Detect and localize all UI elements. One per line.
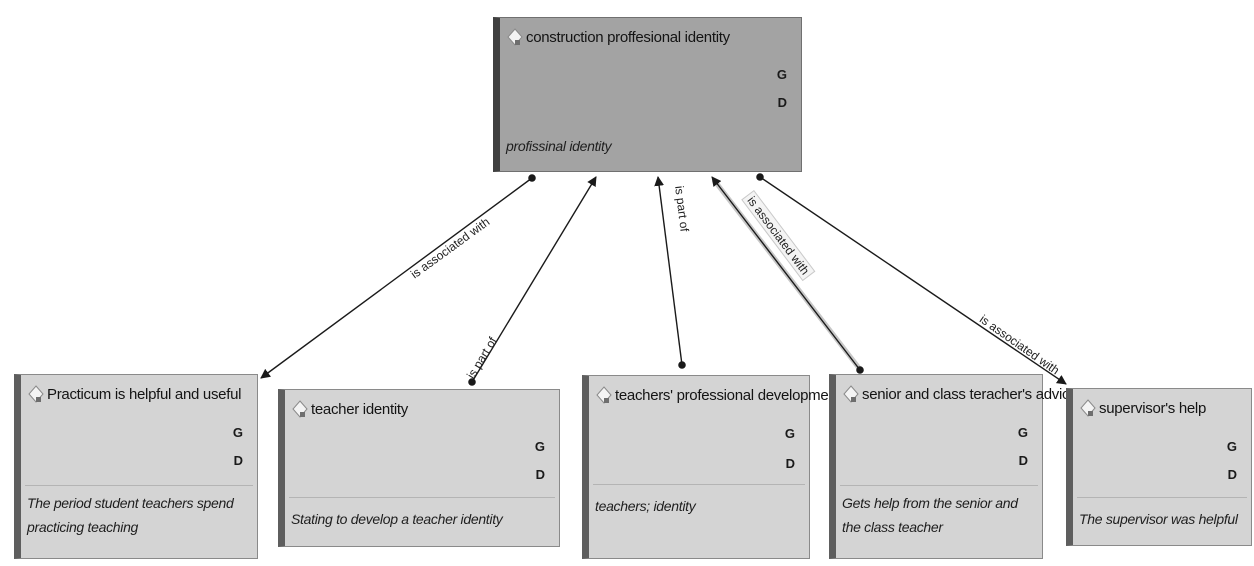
code-icon <box>28 385 44 403</box>
node-comment: The supervisor was helpful <box>1079 511 1238 527</box>
node-title: teacher identity <box>311 400 408 418</box>
node-construction-professional-identity[interactable]: construction proffesional identity G D p… <box>493 17 802 172</box>
edge-teacher-identity[interactable] <box>468 176 597 386</box>
groundedness-flag: G <box>1017 425 1028 440</box>
node-title: Practicum is helpful and useful <box>47 385 242 403</box>
node-comment: Gets help from the senior and the class … <box>842 495 1018 535</box>
code-icon <box>843 385 859 403</box>
node-title: teachers' professional development <box>615 386 841 404</box>
density-flag: D <box>785 456 795 471</box>
code-icon <box>292 400 308 418</box>
code-icon <box>507 28 523 46</box>
edge-supervisor[interactable] <box>756 173 1067 385</box>
code-icon <box>596 386 612 404</box>
node-senior-class-teacher-advice[interactable]: senior and class terachеr's advice G D G… <box>829 374 1078 559</box>
code-icon <box>1080 399 1096 417</box>
node-divider <box>289 497 555 498</box>
node-title: construction proffesional identity <box>526 28 730 46</box>
groundedness-flag: G <box>1226 439 1237 454</box>
density-flag: D <box>777 95 787 110</box>
node-divider <box>593 484 805 485</box>
node-comment: profissinal identity <box>506 138 612 154</box>
density-flag: D <box>1227 467 1237 482</box>
node-teacher-identity[interactable]: teacher identity G D Stating to develop … <box>278 389 560 547</box>
node-divider <box>25 485 253 486</box>
node-divider <box>840 485 1038 486</box>
groundedness-flag: G <box>776 67 787 82</box>
edge-senior-advice[interactable] <box>711 176 864 374</box>
node-title: senior and class terachеr's advice <box>862 385 1078 403</box>
edge-prof-development[interactable] <box>654 176 686 369</box>
node-supervisors-help[interactable]: supervisor's help G D The supervisor was… <box>1066 388 1252 546</box>
groundedness-flag: G <box>232 425 243 440</box>
density-flag: D <box>1018 453 1028 468</box>
node-divider <box>1077 497 1247 498</box>
node-comment: teachers; identity <box>595 498 696 514</box>
node-comment: The period student teachers spend practi… <box>27 495 234 535</box>
density-flag: D <box>233 453 243 468</box>
node-practicum[interactable]: Practicum is helpful and useful G D The … <box>14 374 258 559</box>
node-teachers-professional-development[interactable]: teachers' professional development G D t… <box>582 375 841 559</box>
density-flag: D <box>535 467 545 482</box>
groundedness-flag: G <box>784 426 795 441</box>
node-title: supervisor's help <box>1099 399 1206 417</box>
node-comment: Stating to develop a teacher identity <box>291 511 503 527</box>
groundedness-flag: G <box>534 439 545 454</box>
